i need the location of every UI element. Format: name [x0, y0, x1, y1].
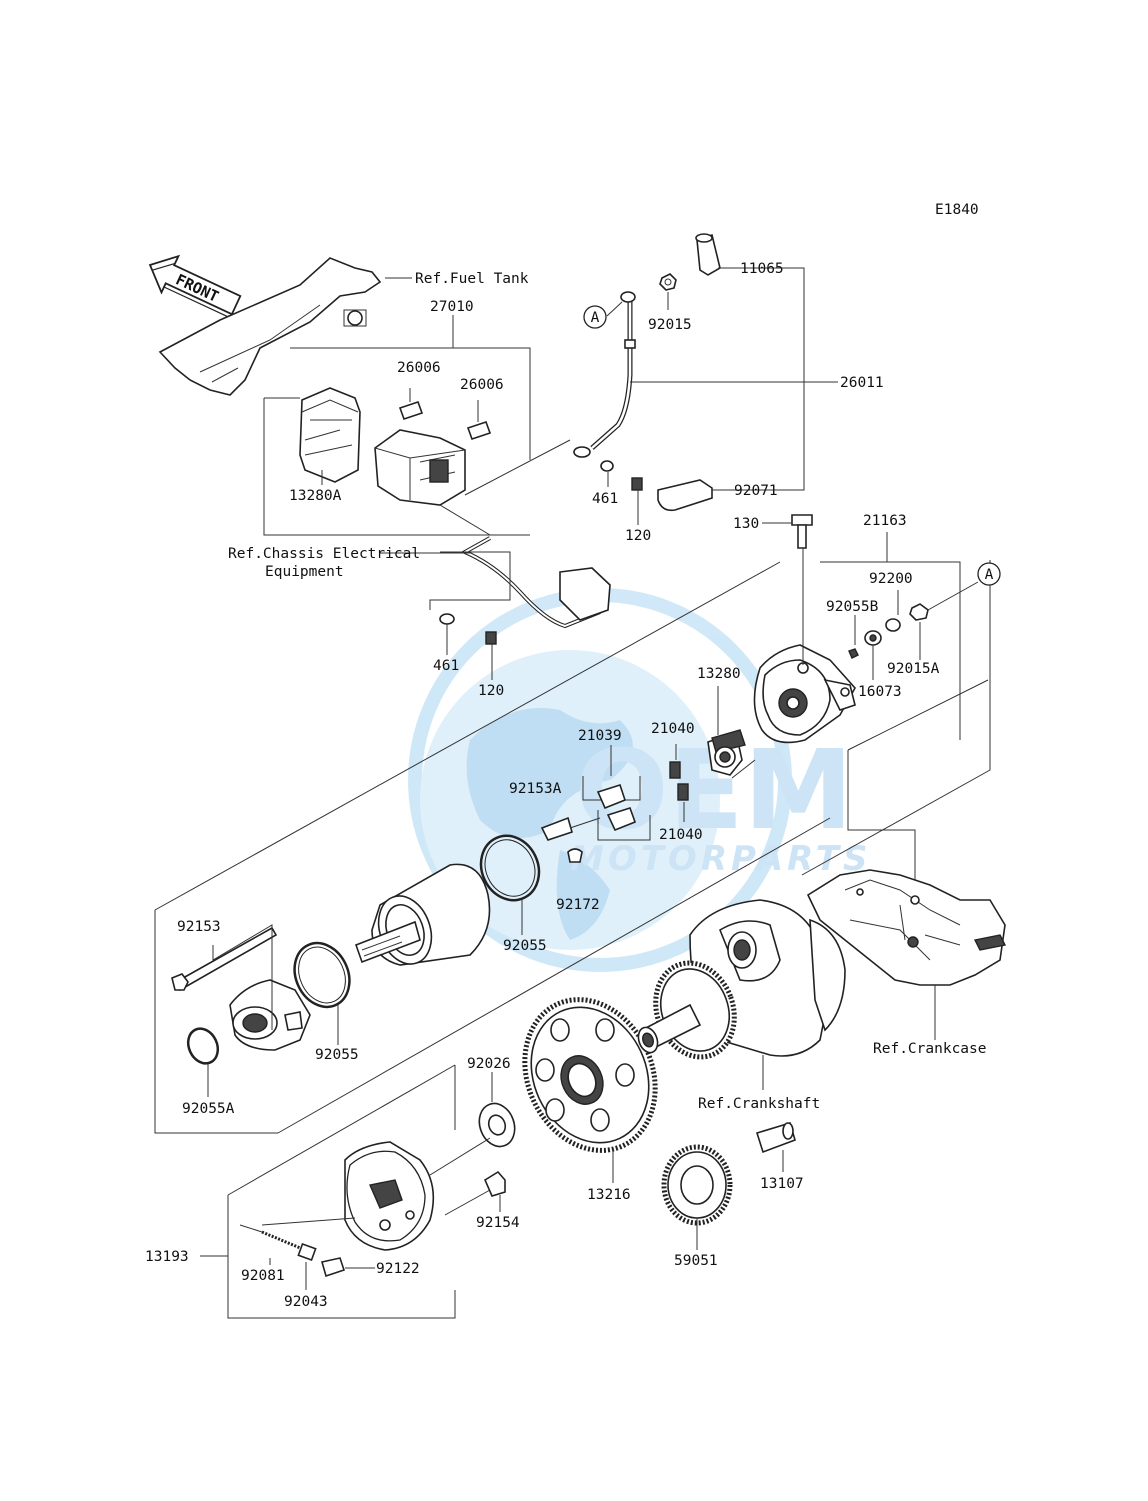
part-26011: 26011 [840, 375, 884, 391]
part-120-a: 120 [625, 528, 651, 544]
front-arrow: FRONT [148, 254, 242, 319]
part-26006-a: 26006 [397, 360, 441, 376]
part-13280: 13280 [697, 666, 741, 682]
part-13107: 13107 [760, 1176, 804, 1192]
brush-holder-13280 [707, 686, 756, 779]
part-27010: 27010 [430, 299, 474, 315]
clutch-assembly [200, 1064, 516, 1319]
crankshaft [637, 899, 846, 1090]
part-92200: 92200 [869, 571, 913, 587]
terminal-hardware [848, 581, 979, 680]
part-461-a: 461 [592, 491, 618, 507]
labels: E1840 Ref.Fuel Tank Ref.Chassis Electric… [145, 202, 987, 1310]
part-21163: 21163 [863, 513, 907, 529]
starter-gear-13216 [522, 997, 658, 1183]
ref-fuel-tank: Ref.Fuel Tank [415, 271, 529, 287]
part-92154: 92154 [476, 1215, 520, 1231]
starter-relay-group [263, 315, 571, 536]
gear-59051 [661, 1144, 733, 1250]
starter-cable-26011 [429, 233, 721, 645]
ref-crankcase: Ref.Crankcase [873, 1041, 987, 1057]
part-461-b: 461 [433, 658, 459, 674]
part-13280A: 13280A [289, 488, 342, 504]
part-130: 130 [733, 516, 759, 532]
brush-set-21039 [540, 745, 651, 863]
part-13216: 13216 [587, 1187, 631, 1203]
part-120-b: 120 [478, 683, 504, 699]
callout-a-top: A [583, 305, 607, 329]
part-21040-a: 21040 [651, 721, 695, 737]
part-92043: 92043 [284, 1294, 328, 1310]
ref-chassis-line1: Ref.Chassis Electrical [228, 546, 420, 562]
part-92153: 92153 [177, 919, 221, 935]
part-21039: 21039 [578, 728, 622, 744]
starter-motor-frame [154, 532, 991, 1134]
part-92172: 92172 [556, 897, 600, 913]
starter-yoke-armature [354, 863, 491, 966]
part-16073: 16073 [858, 684, 902, 700]
fuel-tank-bracket [158, 257, 412, 396]
part-59051: 59051 [674, 1253, 718, 1269]
part-92055-b: 92055 [315, 1047, 359, 1063]
callout-a-top-text: A [591, 310, 600, 326]
part-92055A: 92055A [182, 1101, 235, 1117]
part-92015: 92015 [648, 317, 692, 333]
part-92081: 92081 [241, 1268, 285, 1284]
o-rings [186, 834, 541, 1097]
part-92026: 92026 [467, 1056, 511, 1072]
part-26006-b: 26006 [460, 377, 504, 393]
ref-crankshaft: Ref.Crankshaft [698, 1096, 820, 1112]
part-92055-a: 92055 [503, 938, 547, 954]
part-92071: 92071 [734, 483, 778, 499]
part-92153A: 92153A [509, 781, 562, 797]
part-92015A: 92015A [887, 661, 940, 677]
part-11065: 11065 [740, 261, 784, 277]
watermark-sub: MOTORPARTS [570, 839, 871, 879]
crankcase [806, 869, 1007, 1040]
part-13193: 13193 [145, 1249, 189, 1265]
callout-a-right: A [977, 562, 1001, 586]
rear-cover-21163 [753, 514, 856, 744]
front-cover [171, 924, 311, 1051]
brush-springs [669, 744, 689, 822]
ref-chassis-line2: Equipment [265, 564, 344, 580]
part-21040-b: 21040 [659, 827, 703, 843]
diagram-code: E1840 [935, 202, 979, 218]
part-92055B: 92055B [826, 599, 879, 615]
callout-a-right-text: A [985, 567, 994, 583]
part-92122: 92122 [376, 1261, 420, 1277]
leader-lines-upper [380, 267, 838, 680]
dowel-13107 [755, 1122, 796, 1172]
